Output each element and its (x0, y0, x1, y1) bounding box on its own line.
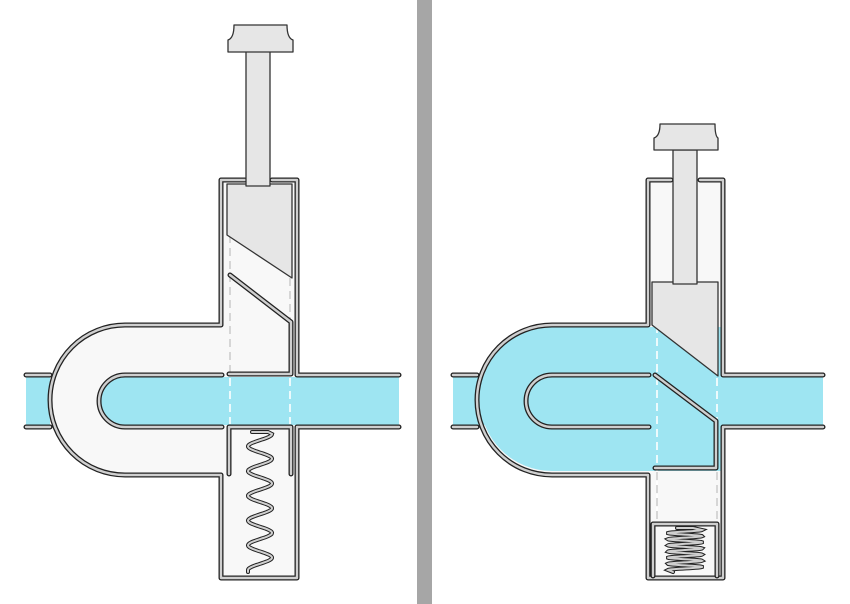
panel-open-valve (450, 123, 826, 581)
inner-u-channel-wall (96, 372, 225, 430)
housing-wall (23, 177, 402, 581)
panel-divider (417, 0, 432, 604)
plunger[interactable] (651, 123, 719, 377)
valve-gate-plate (650, 372, 720, 579)
pipe-fluid (101, 377, 399, 425)
pipe-fluid (453, 377, 823, 425)
valve-gate-plate (226, 272, 294, 477)
spring-highlight (246, 431, 274, 573)
spring-highlight (665, 527, 705, 573)
inner-u-channel-wall (523, 372, 652, 430)
plunger-handle[interactable] (653, 123, 719, 151)
plunger-stem (245, 49, 271, 187)
plunger-stem (672, 149, 698, 285)
plunger-handle[interactable] (227, 24, 294, 53)
housing-wall (450, 177, 826, 581)
pipe-inlet-fluid (26, 377, 50, 425)
panel-closed-valve (23, 24, 402, 581)
plunger[interactable] (226, 24, 294, 279)
